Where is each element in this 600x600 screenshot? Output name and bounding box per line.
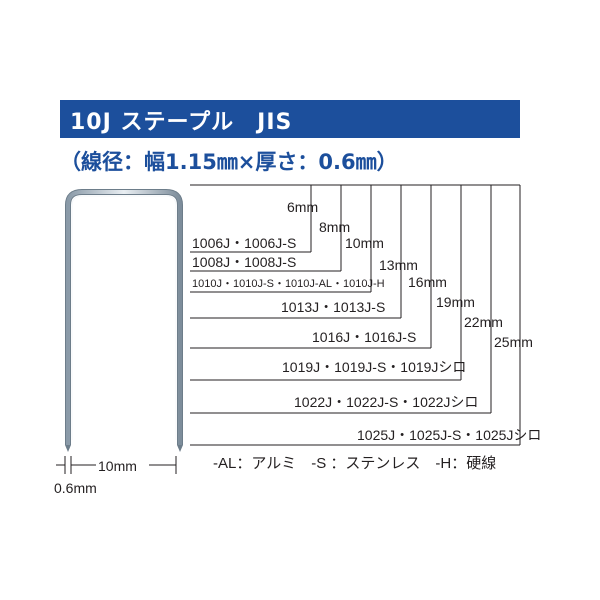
models-16mm: 1016J・1016J-S [312, 329, 416, 345]
wire-spec: （線径：幅1.15㎜×厚さ：0.6㎜） [60, 150, 398, 174]
leg-length-19mm: 19mm [436, 294, 475, 310]
wire-thickness-label: 0.6mm [54, 480, 97, 496]
model-labels: 1006J・1006J-S 1008J・1008J-S 1010J・1010J-… [192, 235, 541, 443]
crown-width-label: 10mm [98, 458, 137, 474]
leg-length-25mm: 25mm [494, 334, 533, 350]
title-bar: 10J ステープル JIS [60, 100, 520, 138]
leg-length-6mm: 6mm [287, 199, 318, 215]
models-22mm: 1022J・1022J-S・1022Jシロ [294, 394, 478, 410]
leg-length-labels: 6mm 8mm 10mm 13mm 16mm 19mm 22mm 25mm [287, 199, 533, 350]
length-bracket-lines [190, 184, 521, 446]
staple-illustration [65, 189, 183, 452]
models-19mm: 1019J・1019J-S・1019Jシロ [282, 359, 466, 375]
leg-length-13mm: 13mm [379, 257, 418, 273]
models-8mm: 1008J・1008J-S [192, 254, 296, 270]
models-10mm: 1010J・1010J-S・1010J-AL・1010J-H [192, 278, 385, 290]
models-13mm: 1013J・1013J-S [281, 299, 385, 315]
suffix-legend: -AL：アルミ -S ：ステンレス -H：硬線 [213, 455, 497, 472]
models-6mm: 1006J・1006J-S [192, 235, 296, 251]
leg-length-8mm: 8mm [319, 219, 350, 235]
leg-length-22mm: 22mm [464, 314, 503, 330]
leg-length-10mm: 10mm [345, 235, 384, 251]
models-25mm: 1025J・1025J-S・1025Jシロ [357, 427, 541, 443]
leg-length-16mm: 16mm [408, 274, 447, 290]
crown-width-dimension [56, 456, 177, 474]
product-title: 10J ステープル JIS [70, 110, 293, 135]
